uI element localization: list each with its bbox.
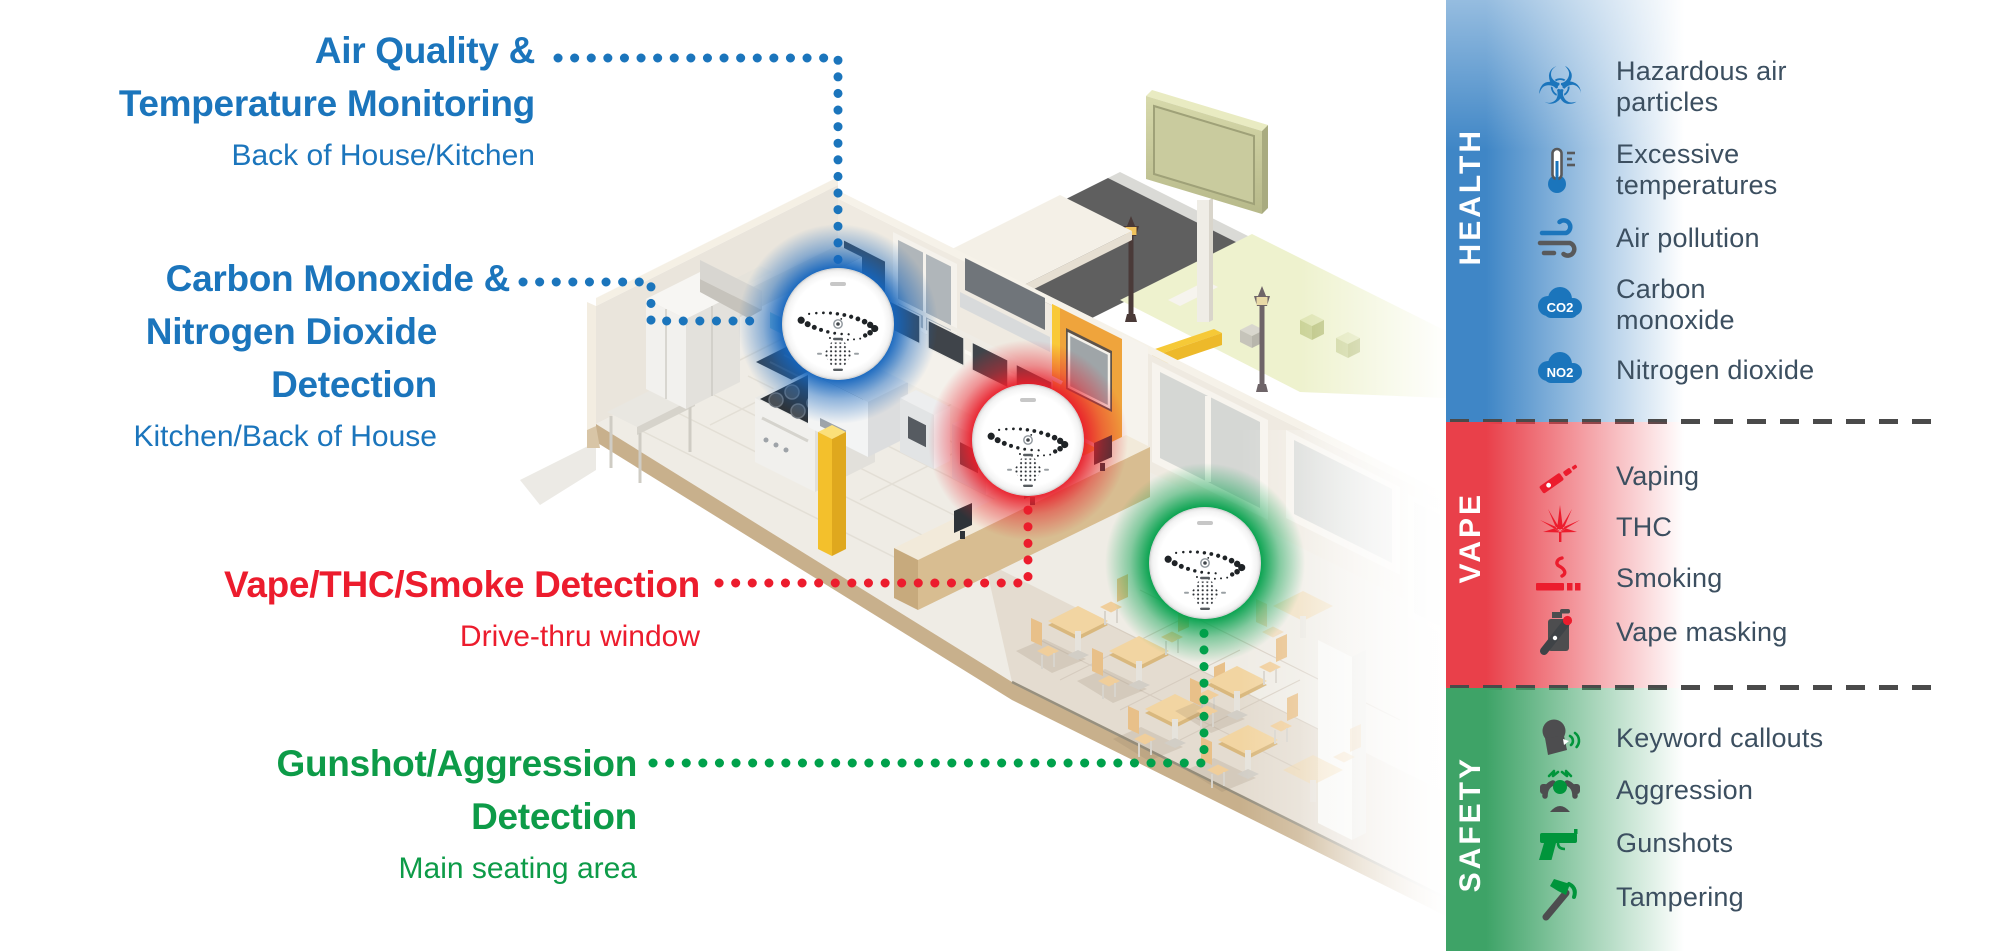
section-title-health: HEALTH [1454, 128, 1487, 266]
callout-heading: Vape/THC/Smoke Detection [224, 564, 700, 605]
speaking-head-icon [1530, 710, 1590, 766]
section-divider [1450, 685, 1942, 690]
legend-item-label: Tampering [1616, 881, 1744, 912]
sensor-seating [1105, 463, 1305, 663]
legend-item: Gunshots [1530, 813, 1733, 873]
legend-item: Aggression [1530, 760, 1753, 820]
callout-carbon-monoxide: Carbon Monoxide & Nitrogen Dioxide Detec… [0, 252, 510, 456]
section-title-vape: VAPE [1454, 492, 1487, 584]
legend-item-label: Air pollution [1616, 222, 1760, 253]
no2-cloud-icon: NO2 [1530, 342, 1590, 398]
legend-item: THC [1530, 497, 1672, 557]
legend-item-label: Vape masking [1616, 616, 1788, 647]
callout-subtitle: Back of House/Kitchen [231, 139, 535, 172]
legend-item: Air pollution [1530, 208, 1760, 268]
vape-pen-icon [1530, 448, 1590, 504]
section-title-safety: SAFETY [1454, 756, 1487, 893]
legend-section-safety: SAFETY Keyword callouts [1446, 688, 2000, 951]
svg-text:CO2: CO2 [1547, 300, 1574, 315]
cigarette-icon [1530, 550, 1590, 606]
hammer-icon [1530, 869, 1590, 925]
restaurant-cutaway-illustration [518, 0, 1446, 951]
legend-item: Vape masking [1530, 602, 1788, 662]
legend-item-label: Smoking [1616, 562, 1723, 593]
callout-heading: Temperature Monitoring [118, 83, 535, 124]
callout-gunshot-aggression: Gunshot/Aggression Detection Main seatin… [0, 737, 638, 888]
wind-icon [1530, 210, 1590, 266]
legend-item-label: Nitrogen dioxide [1616, 354, 1815, 385]
sensor-drive-thru [928, 340, 1128, 540]
callout-heading: Gunshot/Aggression [276, 743, 638, 784]
callout-air-quality: Air Quality & Temperature Monitoring Bac… [0, 24, 535, 175]
legend-item-label: Gunshots [1616, 827, 1734, 858]
callout-subtitle: Main seating area [398, 852, 637, 885]
spray-bottle-icon [1530, 604, 1590, 660]
biohazard-icon: ☣ [1536, 57, 1584, 117]
yellow-pillar [818, 425, 846, 556]
legend-item-label: Vaping [1616, 460, 1700, 491]
section-divider [1450, 419, 1942, 424]
legend-item: Vaping [1530, 446, 1699, 506]
aggression-person-icon [1530, 762, 1590, 818]
sensor-kitchen [738, 224, 938, 424]
legend-item: NO2 Nitrogen dioxide [1530, 340, 1814, 400]
svg-text:NO2: NO2 [1547, 365, 1574, 380]
leader-line-carbon-monoxide [518, 277, 762, 326]
billboard-sign [1146, 90, 1268, 322]
callout-heading: Nitrogen Dioxide [145, 311, 438, 352]
leader-line-air-quality [553, 53, 843, 267]
legend-item: Smoking [1530, 548, 1722, 608]
legend-item: Keyword callouts [1530, 708, 1823, 768]
callout-heading: Detection [471, 796, 637, 837]
callout-heading: Air Quality & [314, 30, 536, 71]
legend-section-vape: VAPE Vaping [1446, 422, 2000, 688]
co2-cloud-icon: CO2 [1530, 277, 1590, 333]
legend-item-label: Aggression [1616, 774, 1754, 805]
leader-line-gunshot [648, 619, 1209, 768]
legend-item: Tampering [1530, 867, 1744, 927]
callout-vape-thc-smoke: Vape/THC/Smoke Detection Drive-thru wind… [0, 558, 700, 656]
callout-subtitle: Kitchen/Back of House [133, 420, 437, 453]
handgun-icon [1530, 815, 1590, 871]
callout-subtitle: Drive-thru window [459, 620, 700, 653]
callout-heading: Detection [271, 364, 437, 405]
cannabis-leaf-icon [1530, 499, 1590, 555]
legend-item-label: THC [1616, 511, 1673, 542]
thermometer-icon [1530, 142, 1590, 198]
street-lamp [1254, 286, 1270, 392]
callout-heading: Carbon Monoxide & [165, 258, 511, 299]
legend-item-label: Keyword callouts [1616, 722, 1824, 753]
